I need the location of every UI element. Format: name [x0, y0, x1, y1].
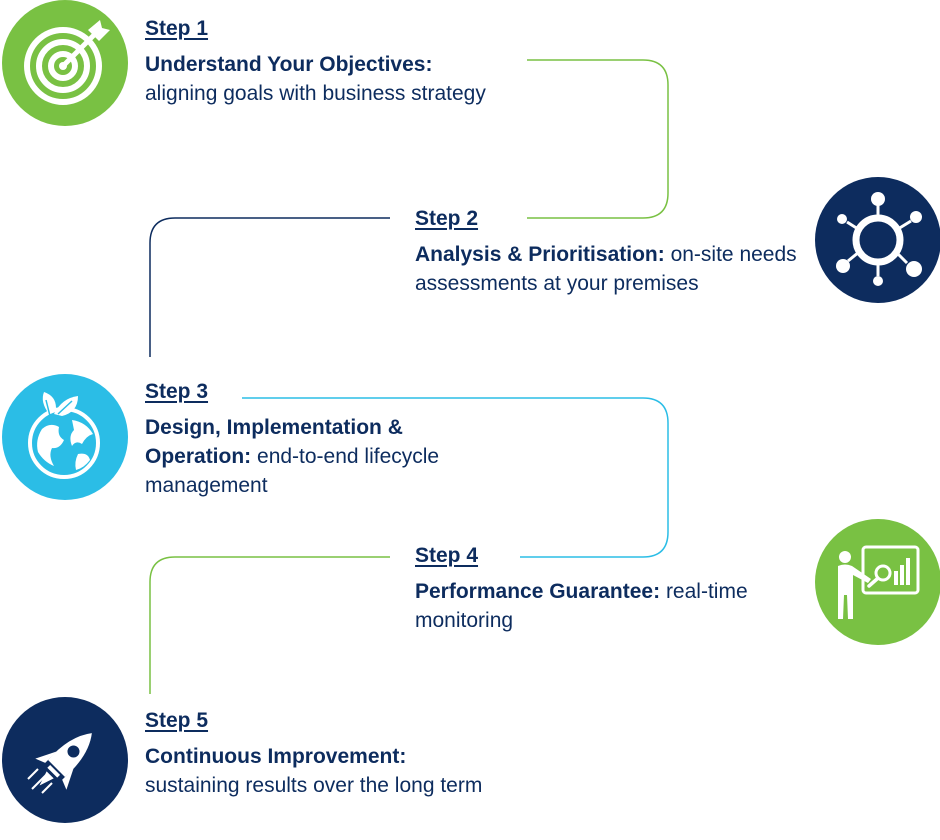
- step3-block: Step 3 Design, Implementation & Operatio…: [145, 380, 505, 500]
- step3-label: Step 3: [145, 380, 209, 403]
- step1-label: Step 1: [145, 17, 209, 40]
- step2-icon: [815, 177, 940, 303]
- step2-heading: Analysis & Prioritisation:: [415, 243, 665, 266]
- rocket-icon: [2, 697, 128, 823]
- connector-step1-step2: [527, 59, 669, 219]
- step5-label: Step 5: [145, 709, 209, 732]
- step3-body: end-to-end lifecycle management: [145, 445, 440, 497]
- step1-heading: Understand Your Objectives:: [145, 53, 433, 76]
- connector-step4-step5: [149, 556, 390, 694]
- step4-body: real-time monitoring: [415, 580, 748, 632]
- step4-block: Step 4 Performance Guarantee: real-time …: [415, 544, 815, 635]
- network-hub-icon: [815, 177, 940, 303]
- target-icon: [2, 0, 128, 126]
- step4-icon: [815, 519, 940, 645]
- step5-icon: [2, 697, 128, 823]
- step4-description: Performance Guarantee: real-time monitor…: [415, 577, 815, 635]
- step2-description: Analysis & Prioritisation: on-site needs…: [415, 240, 825, 298]
- step5-body: sustaining results over the long term: [145, 774, 483, 797]
- step1-description: Understand Your Objectives: aligning goa…: [145, 50, 665, 108]
- step3-description: Design, Implementation & Operation: end-…: [145, 413, 505, 500]
- presenter-chart-icon: [815, 519, 940, 645]
- connector-step3-step4: [242, 397, 669, 558]
- step1-body: aligning goals with business strategy: [145, 82, 486, 105]
- step5-heading: Continuous Improvement:: [145, 745, 407, 768]
- step3-heading: Design, Implementation & Operation:: [145, 416, 403, 468]
- step5-description: Continuous Improvement: sustaining resul…: [145, 742, 665, 800]
- step5-block: Step 5 Continuous Improvement: sustainin…: [145, 709, 665, 800]
- step2-label: Step 2: [415, 207, 479, 230]
- eco-globe-icon: [2, 374, 128, 500]
- step3-icon: [2, 374, 128, 500]
- step1-block: Step 1 Understand Your Objectives: align…: [145, 17, 665, 108]
- step4-heading: Performance Guarantee:: [415, 580, 661, 603]
- step1-icon: [2, 0, 128, 126]
- step2-block: Step 2 Analysis & Prioritisation: on-sit…: [415, 207, 825, 298]
- connector-step2-step3: [149, 217, 390, 357]
- step2-body: on-site needs assessments at your premis…: [415, 243, 797, 295]
- step4-label: Step 4: [415, 544, 479, 567]
